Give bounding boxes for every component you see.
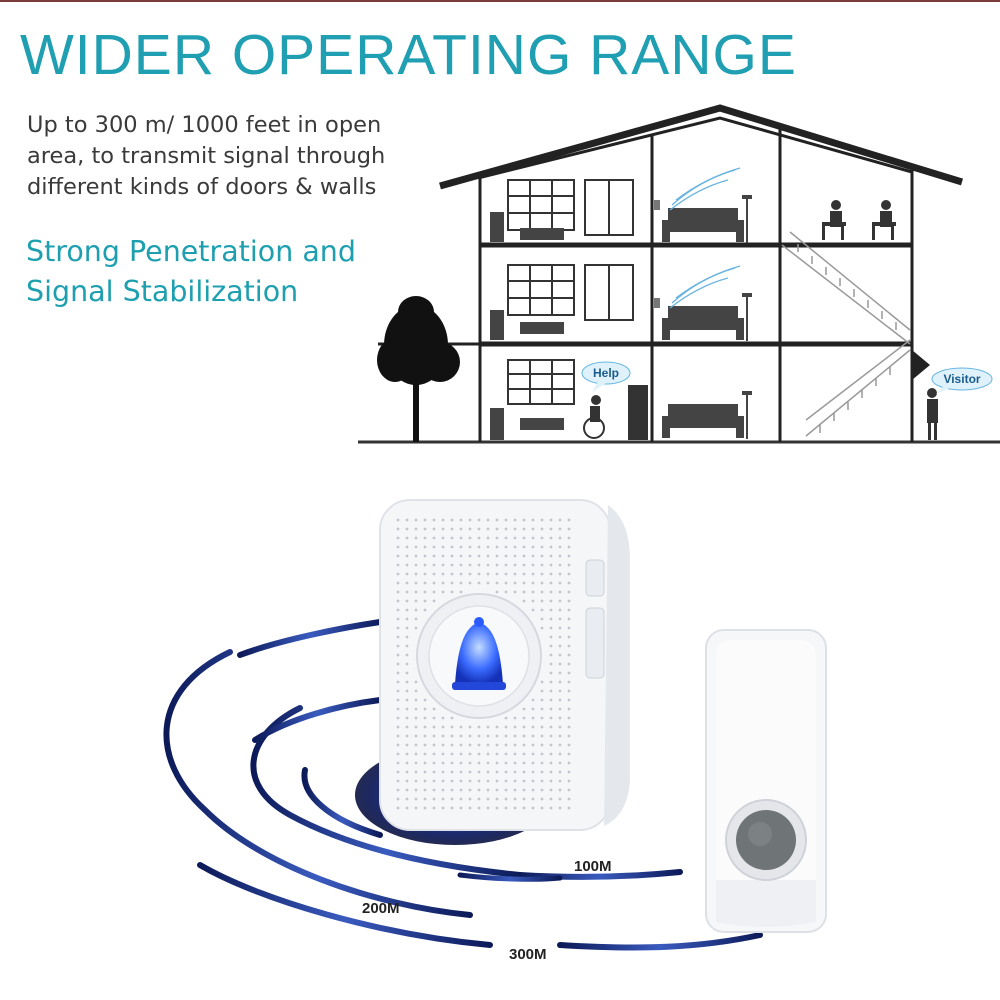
furniture (490, 195, 752, 440)
people (583, 200, 938, 440)
ring-200m-bottom (517, 869, 683, 880)
subtitle: Strong Penetration and Signal Stabilizat… (26, 232, 426, 312)
page-title: WIDER OPERATING RANGE (20, 23, 797, 87)
ring-300m-bottom (197, 862, 493, 948)
bell-icon (452, 617, 506, 690)
receiver-unit (379, 499, 630, 831)
range-label-200m: 200M (362, 900, 400, 917)
ring-100m-left (301, 767, 383, 838)
visitor-callout (931, 367, 993, 394)
chime-unit (654, 298, 660, 308)
range-label-100m: 100M (574, 858, 612, 875)
signal-waves (669, 167, 741, 309)
description-line: area, to transmit signal through (27, 143, 386, 169)
house-illustration: Help Visitor (358, 104, 1000, 444)
help-callout (581, 361, 631, 392)
roof (439, 104, 964, 190)
description-line: different kinds of doors & walls (27, 174, 377, 200)
tree (377, 296, 460, 442)
description-line: Up to 300 m/ 1000 feet in open (27, 112, 382, 138)
subtitle-line: Strong Penetration and (26, 235, 356, 268)
ring-100m-top (252, 697, 383, 743)
ring-200m-left (250, 705, 523, 878)
visitor-label: Visitor (943, 372, 980, 386)
awning (912, 350, 930, 380)
product-illustration (163, 499, 827, 951)
roof-inner (477, 116, 913, 180)
help-label: Help (593, 366, 619, 380)
ring-100m-bottom (457, 872, 563, 882)
speaker-grille (396, 518, 571, 810)
windows (507, 179, 634, 405)
ring-300m-right (557, 932, 763, 951)
description: Up to 300 m/ 1000 feet in open area, to … (27, 110, 447, 203)
range-label-300m: 300M (509, 946, 547, 963)
subtitle-line: Signal Stabilization (26, 275, 299, 308)
range-rings (163, 619, 763, 951)
ring-200m-top (237, 619, 383, 658)
doorbell-button-unit (705, 629, 827, 933)
staircase (781, 231, 911, 437)
chime-unit (654, 200, 660, 210)
top-border (0, 0, 1000, 2)
ring-300m-left (163, 649, 473, 918)
